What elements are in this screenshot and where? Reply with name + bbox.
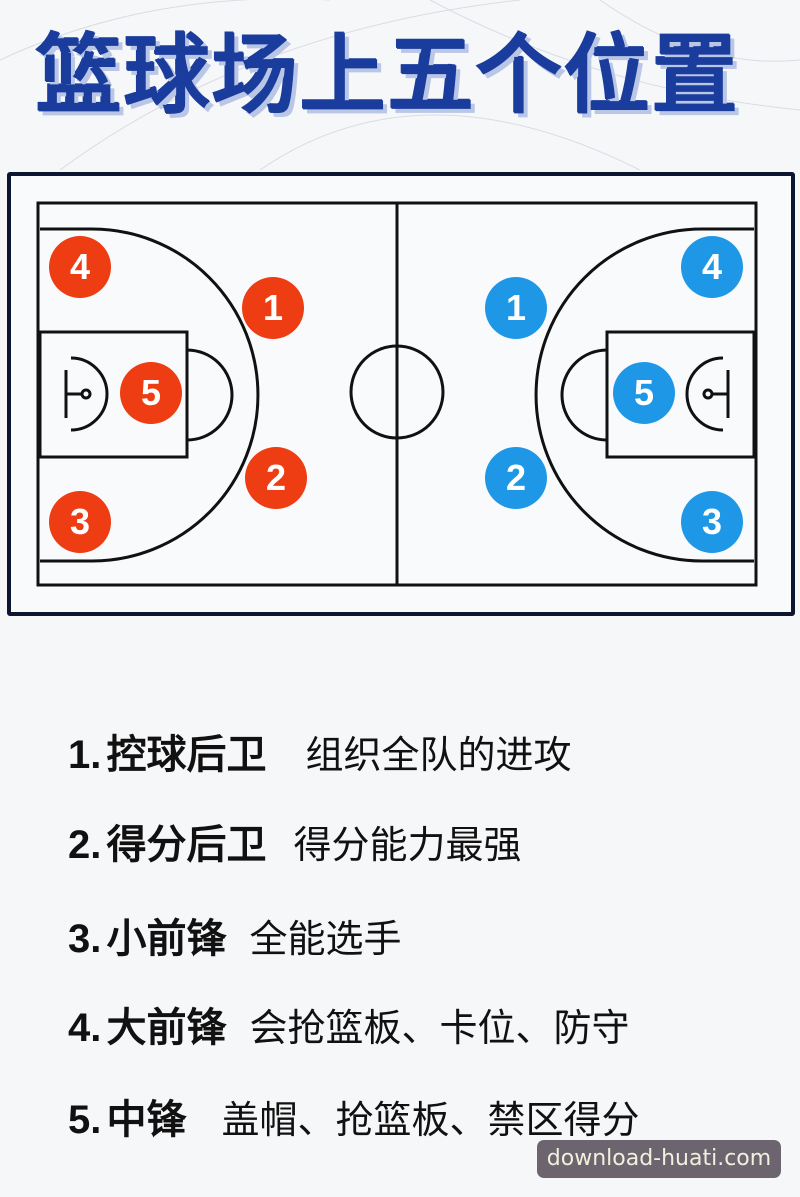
left-team-player-4: 4 <box>49 236 111 298</box>
position-description: 盖帽、抢篮板、禁区得分 <box>221 1098 640 1142</box>
position-number: 2. <box>68 823 102 867</box>
left-team-player-1: 1 <box>242 277 304 339</box>
right-team-player-2: 2 <box>485 447 547 509</box>
position-number: 4. <box>68 1006 102 1050</box>
position-row-1: 1. 控球后卫 组织全队的进攻 <box>68 725 572 785</box>
player-number: 4 <box>69 246 91 287</box>
position-role: 中锋 <box>106 1097 187 1143</box>
player-number: 5 <box>140 372 162 413</box>
right-team-player-1: 1 <box>485 277 547 339</box>
right-team-player-4: 4 <box>681 236 743 298</box>
player-number: 4 <box>701 246 723 287</box>
position-number: 3. <box>68 917 102 961</box>
right-team-player-5: 5 <box>613 362 675 424</box>
basketball-court <box>36 201 758 587</box>
player-number: 3 <box>701 501 723 542</box>
position-description: 会抢篮板、卡位、防守 <box>249 1006 630 1050</box>
position-description: 全能选手 <box>249 917 402 961</box>
position-row-3: 3. 小前锋 全能选手 <box>68 909 402 969</box>
player-number: 1 <box>262 287 284 328</box>
position-role: 小前锋 <box>106 916 227 962</box>
position-number: 1. <box>68 733 102 777</box>
background-decoration <box>0 0 800 170</box>
watermark: download-huati.com <box>537 1140 781 1178</box>
left-team-player-5: 5 <box>120 362 182 424</box>
page-title: 篮球场上五个位置 <box>36 26 740 126</box>
left-team-player-3: 3 <box>49 491 111 553</box>
position-row-4: 4. 大前锋 会抢篮板、卡位、防守 <box>68 998 630 1058</box>
position-description: 得分能力最强 <box>293 823 522 867</box>
position-row-2: 2. 得分后卫 得分能力最强 <box>68 815 522 875</box>
position-role: 大前锋 <box>106 1005 227 1051</box>
left-team-player-2: 2 <box>245 447 307 509</box>
player-number: 5 <box>633 372 655 413</box>
position-role: 得分后卫 <box>106 822 267 868</box>
position-number: 5. <box>68 1098 102 1142</box>
position-row-5: 5. 中锋 盖帽、抢篮板、禁区得分 <box>68 1090 640 1150</box>
position-description: 组织全队的进攻 <box>305 733 572 777</box>
player-number: 2 <box>265 457 287 498</box>
right-team-player-3: 3 <box>681 491 743 553</box>
player-number: 1 <box>505 287 527 328</box>
position-role: 控球后卫 <box>106 732 267 778</box>
player-number: 2 <box>505 457 527 498</box>
player-number: 3 <box>69 501 91 542</box>
